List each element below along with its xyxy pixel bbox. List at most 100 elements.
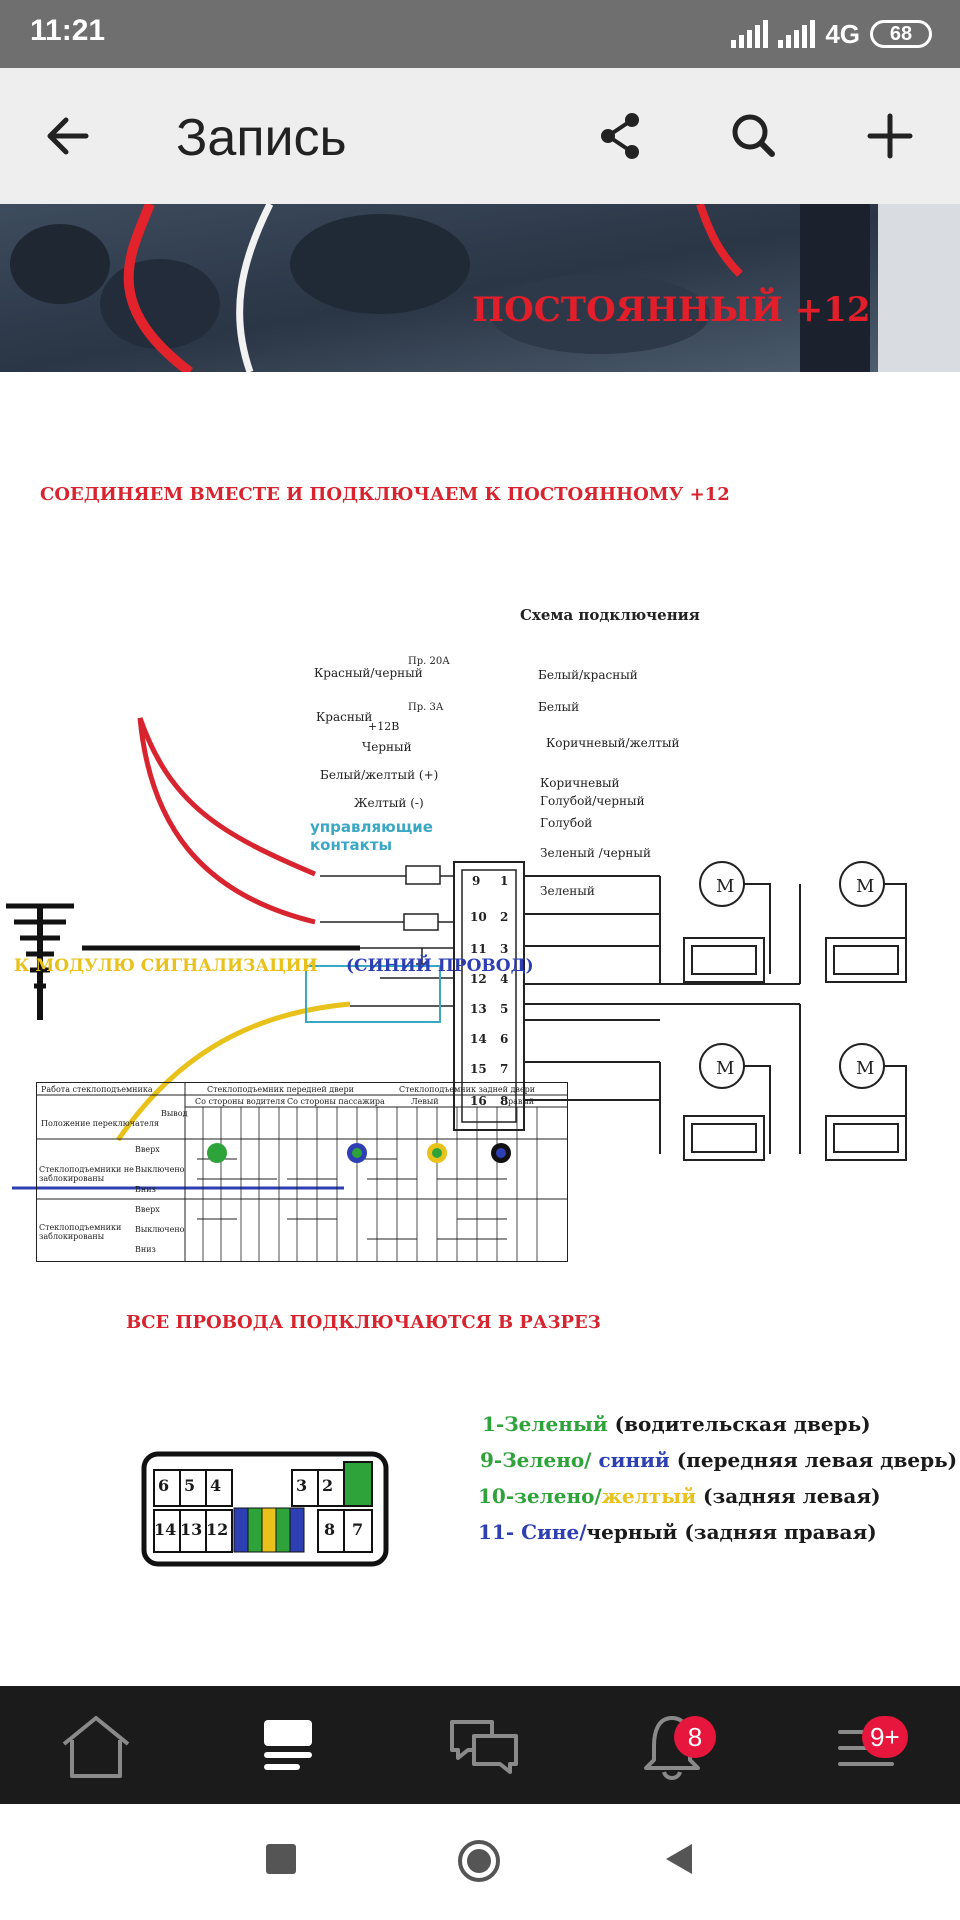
pin-15: 15 <box>470 1062 487 1076</box>
legend-2-green: 9-Зелено/ <box>480 1448 592 1472</box>
pin-3: 3 <box>500 942 509 956</box>
photo-drawing <box>0 204 960 372</box>
recent-apps-icon[interactable] <box>262 1840 300 1878</box>
home-icon[interactable] <box>56 1706 136 1786</box>
pin-8: 8 <box>500 1094 509 1108</box>
search-icon[interactable] <box>722 104 786 168</box>
table-state-off-2: Выключено <box>135 1225 185 1234</box>
wire-label-brown-yellow: Коричневый/желтый <box>546 736 680 750</box>
battery-level: 68 <box>889 22 913 45</box>
back-icon[interactable] <box>36 104 100 168</box>
pin-9: 9 <box>472 874 481 888</box>
wire-label-green: Зеленый <box>540 884 595 898</box>
system-nav-bar <box>0 1804 960 1920</box>
pin-16: 16 <box>470 1094 487 1108</box>
legend-3-green: 10-зелено/ <box>478 1484 602 1508</box>
status-bar: 11:21 4G 68 <box>0 0 960 68</box>
add-icon[interactable] <box>858 104 922 168</box>
legend-line-2: 9-Зелено/ синий (передняя левая дверь) <box>480 1448 957 1472</box>
table-header-left: Работа стеклоподъемника <box>41 1085 153 1094</box>
plus12-label: +12В <box>368 720 400 733</box>
legend-2-text: (передняя левая дверь) <box>669 1448 958 1472</box>
pin-12: 12 <box>470 972 487 986</box>
battery-icon: 68 <box>870 20 932 48</box>
legend-line-4: 11- Сине/черный (задняя правая) <box>478 1520 877 1544</box>
table-state-off-1: Выключено <box>135 1165 185 1174</box>
table-state-up-1: Вверх <box>135 1145 160 1154</box>
table-state-down-1: Вниз <box>135 1185 156 1194</box>
table-header-front: Стеклоподъемник передней двери <box>207 1085 354 1094</box>
pin-1: 1 <box>500 874 509 888</box>
wire-label-yellow: Желтый (-) <box>354 796 424 810</box>
wire-label-white: Белый <box>538 700 580 714</box>
photo-image: ПОСТОЯННЫЙ +12 <box>0 204 960 372</box>
home-button-icon[interactable] <box>456 1838 502 1884</box>
table-grid <box>37 1083 567 1261</box>
legend-4-text: черный (задняя правая) <box>586 1520 877 1544</box>
connector-pin-13: 13 <box>180 1520 203 1539</box>
switch-table: Работа стеклоподъемника Стеклоподъемник … <box>36 1082 568 1262</box>
legend-3-yellow: желтый <box>601 1484 697 1508</box>
fuse-label-20a: Пр. 20А <box>408 656 450 667</box>
table-header-rear: Стеклоподъемник задней двери <box>399 1085 536 1094</box>
table-output: Вывод <box>161 1109 188 1118</box>
legend-4-blue: 11- Сине/ <box>478 1520 587 1544</box>
table-driver-side: Со стороны водителя <box>195 1097 286 1106</box>
table-state-up-2: Вверх <box>135 1205 160 1214</box>
motor-label-4: М <box>856 1058 875 1079</box>
wire-label-white-yellow: Белый/желтый (+) <box>320 768 439 782</box>
wire-label-white-red: Белый/красный <box>538 668 638 682</box>
motor-group-rear-right <box>799 1004 907 1161</box>
page-title: Запись <box>176 109 347 167</box>
menu-badge: 9+ <box>862 1716 908 1758</box>
pin-10: 10 <box>470 910 487 924</box>
motor-label-2: М <box>856 876 875 897</box>
feed-icon[interactable] <box>248 1706 328 1786</box>
connector-pin-8: 8 <box>324 1520 336 1539</box>
table-state-down-2: Вниз <box>135 1245 156 1254</box>
pin-14: 14 <box>470 1032 487 1046</box>
pin-7: 7 <box>500 1062 509 1076</box>
post-content[interactable]: ПОСТОЯННЫЙ +12 СОЕДИНЯЕМ ВМЕСТЕ И ПОДКЛЮ… <box>0 204 960 1686</box>
pin-4: 4 <box>500 972 509 986</box>
connector-pin-14: 14 <box>154 1520 177 1539</box>
motor-group-front-right <box>799 861 907 984</box>
connector-diagram: 6 5 4 3 2 14 13 12 8 7 <box>140 1450 390 1568</box>
wiring-diagram <box>6 717 907 1190</box>
table-left: Левый <box>411 1097 439 1106</box>
wire-label-red-black: Красный/черный <box>314 666 423 680</box>
pin-11: 11 <box>470 942 487 956</box>
bottom-nav: 8 9+ <box>0 1686 960 1804</box>
app-bar: Запись <box>0 68 960 204</box>
motor-label-3: М <box>716 1058 735 1079</box>
alarm-wire-label: (СИНИЙ ПРОВОД) <box>346 956 534 976</box>
legend-3-text: (задняя левая) <box>696 1484 881 1508</box>
diagram-headline: СОЕДИНЯЕМ ВМЕСТЕ И ПОДКЛЮЧАЕМ К ПОСТОЯНН… <box>40 484 730 505</box>
control-label-2: контакты <box>310 836 393 854</box>
photo-caption: ПОСТОЯННЫЙ +12 <box>472 290 871 330</box>
share-icon[interactable] <box>588 104 652 168</box>
table-group-unlocked: Стеклоподъемники не заблокированы <box>39 1165 134 1183</box>
note-text: ВСЕ ПРОВОДА ПОДКЛЮЧАЮТСЯ В РАЗРЕЗ <box>126 1312 601 1333</box>
connector-drawing <box>141 1451 389 1567</box>
status-time: 11:21 <box>30 14 106 47</box>
wire-label-green-black: Зеленый /черный <box>540 846 651 860</box>
system-back-icon[interactable] <box>660 1840 698 1878</box>
control-label-1: управляющие <box>310 818 433 836</box>
connector-pin-4: 4 <box>210 1476 222 1495</box>
alarm-module-label: К МОДУЛЮ СИГНАЛИЗАЦИИ <box>14 956 318 976</box>
table-passenger-side: Со стороны пассажира <box>287 1097 385 1106</box>
chat-icon[interactable] <box>444 1706 524 1786</box>
motor-group-rear-left <box>659 1043 771 1161</box>
legend-line-1: 1-Зеленый (водительская дверь) <box>482 1412 871 1436</box>
connector-pin-6: 6 <box>158 1476 170 1495</box>
fuse-label-3a: Пр. 3А <box>408 702 444 713</box>
signal-icon <box>778 20 816 48</box>
notifications-badge: 8 <box>674 1716 716 1758</box>
legend-2-blue: синий <box>591 1448 670 1472</box>
legend-line-3: 10-зелено/желтый (задняя левая) <box>478 1484 881 1508</box>
pin-5: 5 <box>500 1002 509 1016</box>
connector-pin-5: 5 <box>184 1476 196 1495</box>
connector-pin-2: 2 <box>322 1476 334 1495</box>
status-indicators: 4G 68 <box>731 14 932 54</box>
